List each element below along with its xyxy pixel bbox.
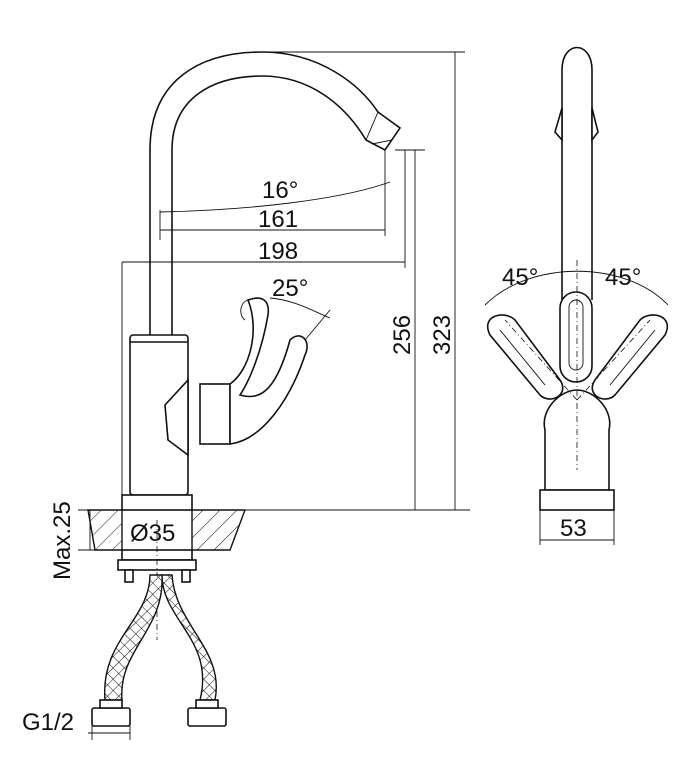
label-hole-diameter: Ø35 [130, 520, 175, 547]
label-spout-angle: 16° [262, 177, 298, 204]
spout [149, 51, 402, 335]
hose-right [161, 574, 217, 701]
label-thread: G1/2 [22, 709, 74, 736]
lever-housing [164, 377, 189, 457]
front-view [87, 51, 470, 727]
front-dimensions: 16° 161 198 25° 256 323 Ø35 Max.25 G1/2 [22, 51, 465, 740]
lever-handle [229, 297, 308, 445]
label-max-thickness: Max.25 [49, 501, 76, 580]
label-spout-reach: 161 [258, 206, 298, 233]
label-total-height: 323 [429, 315, 456, 355]
hose-left [104, 574, 163, 701]
label-base-width: 53 [560, 515, 587, 542]
side-view: 45° 45° 53 [484, 46, 669, 545]
label-lever-angle: 25° [272, 275, 308, 302]
side-lever-center [559, 291, 593, 383]
label-spout-height: 256 [389, 315, 416, 355]
side-lever-right [591, 314, 669, 400]
label-side-angle-right: 45° [605, 264, 641, 291]
label-side-angle-left: 45° [502, 264, 538, 291]
countertop [87, 509, 123, 551]
label-total-reach: 198 [258, 238, 298, 265]
side-lever-left [486, 314, 564, 400]
side-spout [561, 46, 593, 300]
